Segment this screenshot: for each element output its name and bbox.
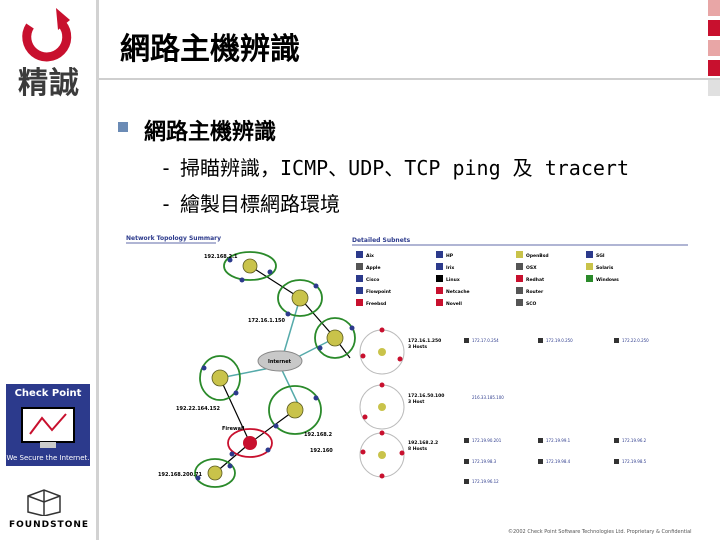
subnet-entry: 172.19.98.4: [546, 459, 571, 464]
os-legend-item: Flowpoint: [366, 289, 392, 295]
checkpoint-title: Check Point: [14, 388, 82, 399]
subnet-hosts: 8 Hosts: [408, 446, 427, 452]
corner-decoration: [708, 0, 720, 112]
os-legend-item: Apple: [366, 265, 381, 271]
subnet-entry: 216.33.185.100: [472, 395, 504, 400]
title-rule: [99, 78, 720, 80]
node-label: 192.168.2: [304, 432, 333, 438]
os-legend-item: Novell: [446, 301, 462, 307]
sub-item-1: -掃瞄辨識，ICMP、UDP、TCP ping 及 tracert: [160, 156, 629, 180]
os-legend-item: Redhat: [526, 277, 545, 283]
subnet-entry: 172.19.99.1: [546, 438, 571, 443]
subnet-entry: 172.19.96.2: [622, 438, 647, 443]
os-legend-item: Aix: [366, 253, 374, 259]
network-topology-figure: Network Topology Summary: [126, 235, 688, 488]
os-legend-item: Netcache: [446, 289, 470, 295]
subnet-entry: 172.19.0.250: [546, 338, 573, 343]
node-label: 172.16.1.150: [248, 318, 286, 324]
os-legend-item: SGI: [596, 253, 605, 259]
os-legend-item: HP: [446, 253, 454, 259]
os-legend-item: SCO: [526, 301, 537, 307]
topology-title: Network Topology Summary: [126, 235, 221, 242]
bullet-item: 網路主機辨識: [144, 120, 277, 145]
subnet-ip: 172.16.50.100: [408, 393, 444, 399]
os-legend-item: Freebsd: [366, 301, 386, 307]
checkpoint-tagline: We Secure the Internet.: [6, 454, 90, 462]
sub-item-2: -繪製目標網路環境: [160, 192, 340, 216]
os-legend-item: Linux: [446, 277, 460, 283]
company-logo-text: 精誠: [18, 66, 80, 101]
os-legend-item: Irix: [446, 265, 454, 271]
monitor-icon: [21, 407, 75, 448]
subnet-hosts: 3 Host: [408, 399, 425, 405]
node-label: 192.168.2.1: [204, 254, 238, 260]
subnet-entry: 172.22.0.250: [622, 338, 649, 343]
foundstone-logo-icon: [27, 489, 61, 516]
page-title: 網路主機辨識: [120, 32, 300, 67]
sub-item-2-text: 繪製目標網路環境: [180, 192, 340, 216]
node-label: 192.22.164.152: [176, 406, 220, 412]
node-label: 192.168.200.71: [158, 472, 202, 478]
sidebar-divider: [96, 0, 99, 540]
sub-item-1-text: 掃瞄辨識，ICMP、UDP、TCP ping 及 tracert: [180, 156, 629, 180]
os-legend-item: Windows: [596, 277, 619, 283]
os-legend-item: Solaris: [596, 265, 614, 271]
checkpoint-logo: Check Point We Secure the Internet.: [6, 384, 90, 466]
company-logo-icon: [22, 8, 72, 62]
bullet-marker: [118, 122, 128, 132]
foundstone-text: FOUNDSTONE: [8, 520, 90, 530]
os-legend-item: OSX: [526, 265, 537, 271]
subnet-entry: 172.17.0.254: [472, 338, 499, 343]
node-label: 192.160: [310, 448, 333, 454]
os-legend-item: OpenBsd: [526, 253, 549, 259]
subnet-hosts: 3 Hosts: [408, 344, 427, 350]
node-label: Internet: [268, 359, 292, 365]
footer-copyright: ©2002 Check Point Software Technologies …: [508, 529, 692, 535]
subnet-entry: 172.19.98.5: [622, 459, 647, 464]
subnet-entry: 172.19.96.12: [472, 479, 499, 484]
subnet-ip: 172.16.1.250: [408, 338, 441, 344]
os-legend-item: Router: [526, 289, 544, 295]
node-label: Firewall: [222, 426, 245, 432]
os-legend-item: Cisco: [366, 277, 379, 283]
subnets-title: Detailed Subnets: [352, 237, 411, 244]
subnet-entry: 172.19.90.201: [472, 438, 502, 443]
subnet-entry: 172.19.98.3: [472, 459, 497, 464]
subnet-ip: 192.168.2.2: [408, 440, 438, 446]
